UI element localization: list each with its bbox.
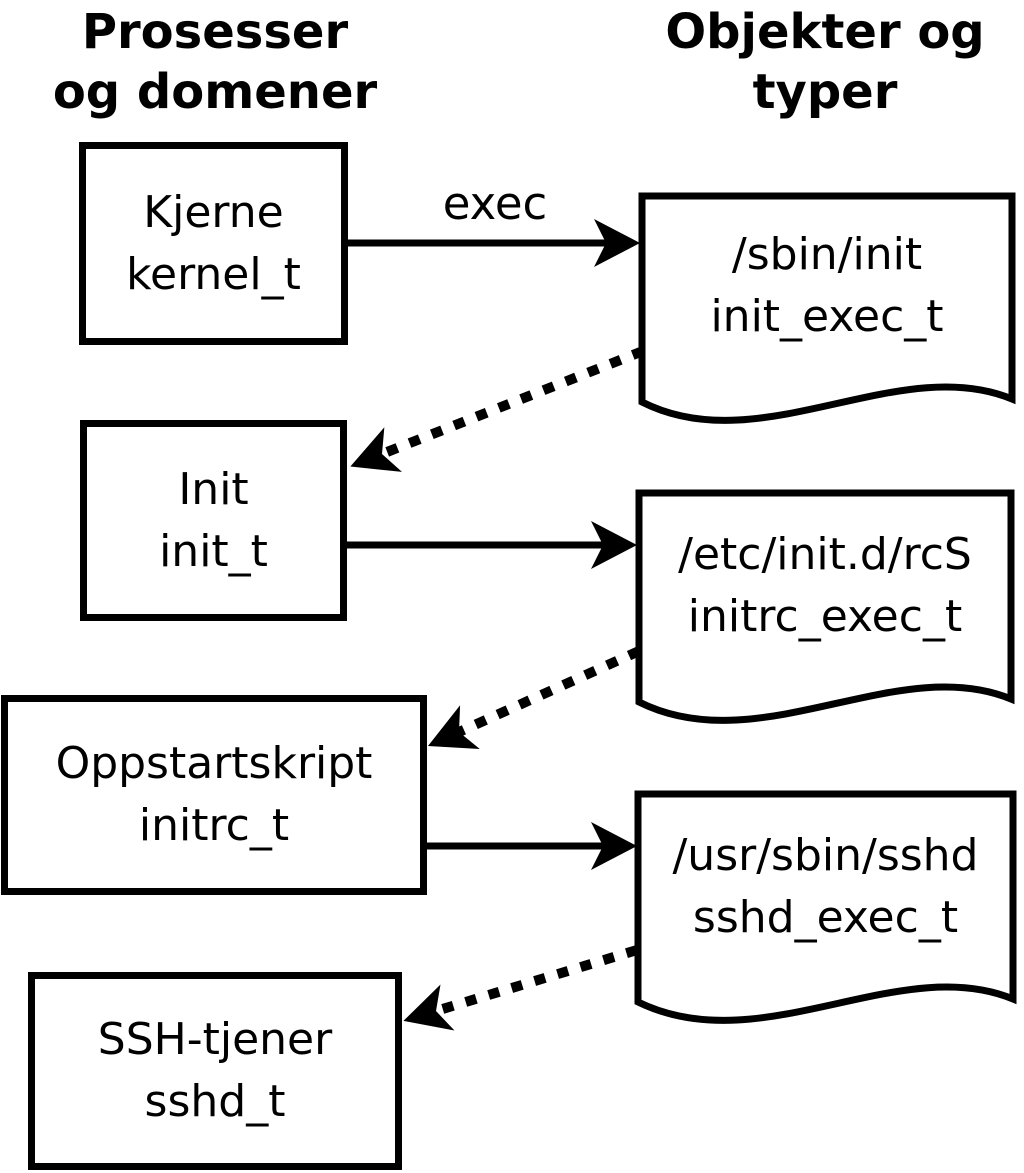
exec-arrow-label: exec: [442, 177, 548, 230]
column-header-objects-line2: typer: [752, 64, 898, 120]
process-domain: init_t: [159, 525, 268, 577]
document-shape-usr-sbin-sshd: [634, 790, 1017, 1024]
transition-arrow-sshd-exec-to-sshd-t: [403, 945, 639, 1031]
process-domain: sshd_t: [144, 1076, 286, 1127]
column-header-objects-line1: Objekter og: [665, 4, 985, 60]
process-label: Oppstartskript: [55, 738, 373, 789]
column-header-objects: Objekter og typer: [625, 2, 1024, 122]
column-header-processes-line2: og domener: [52, 64, 378, 120]
process-label: Kjerne: [143, 186, 284, 238]
process-box-init: Init init_t: [80, 420, 347, 621]
process-box-kernel: Kjerne kernel_t: [79, 142, 348, 345]
process-box-initrc: Oppstartskript initrc_t: [1, 695, 427, 895]
process-domain: initrc_t: [138, 800, 290, 851]
document-shape-sbin-init: [638, 192, 1016, 424]
column-header-processes: Prosesser og domener: [15, 2, 415, 122]
process-label: SSH-tjener: [97, 1014, 333, 1065]
process-domain: kernel_t: [126, 248, 301, 300]
transition-arrow-init-exec-to-init-t: [350, 346, 645, 472]
column-header-processes-line1: Prosesser: [81, 4, 349, 60]
process-label: Init: [178, 463, 249, 515]
document-shape-etc-initd-rcs: [635, 489, 1015, 724]
process-box-sshd: SSH-tjener sshd_t: [28, 972, 402, 1170]
transition-arrow-initrc-exec-to-initrc-t: [427, 646, 642, 749]
